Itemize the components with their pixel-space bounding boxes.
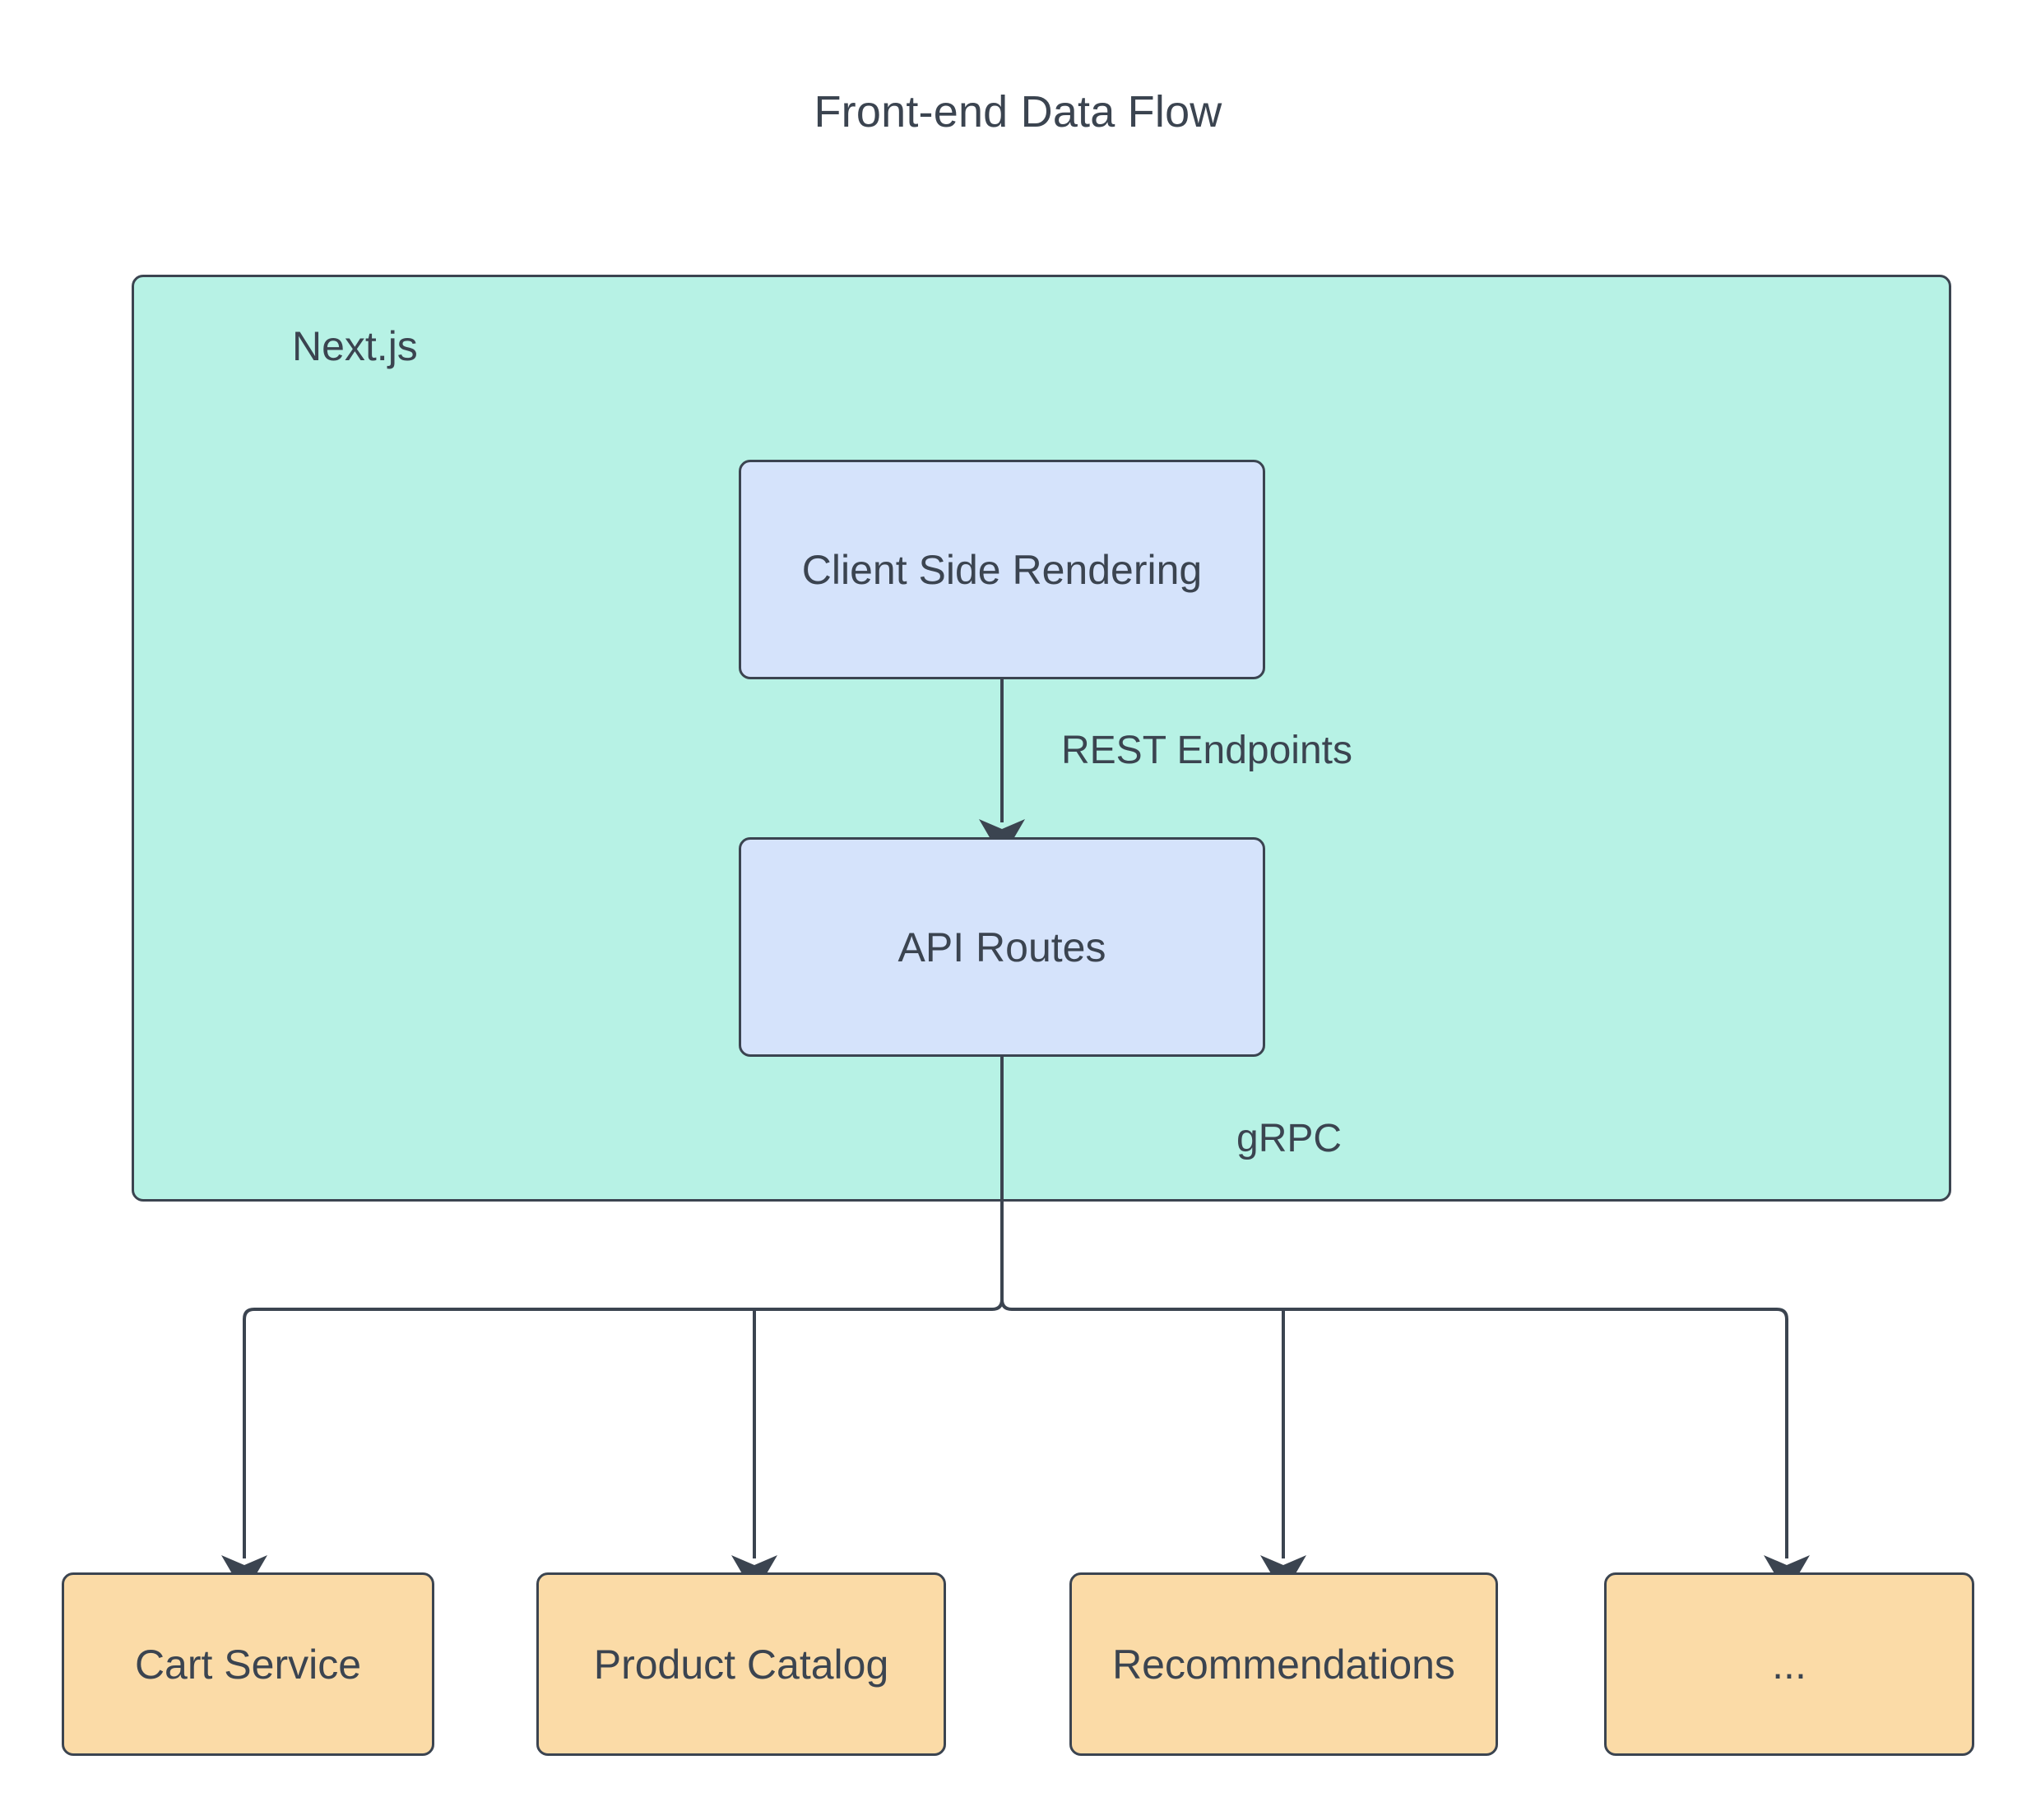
node-recommendations[interactable]: Recommendations — [1069, 1572, 1498, 1756]
node-product-catalog[interactable]: Product Catalog — [536, 1572, 946, 1756]
node-label-cart-service: Cart Service — [134, 1641, 362, 1688]
node-api-routes[interactable]: API Routes — [739, 837, 1265, 1057]
edge-label-rest-endpoints: REST Endpoints — [1061, 729, 1352, 772]
nextjs-cluster — [132, 275, 1951, 1202]
edge-api-to-cart — [221, 1308, 267, 1595]
node-label-more-services: ... — [1772, 1641, 1806, 1688]
node-cart-service[interactable]: Cart Service — [62, 1572, 434, 1756]
edge-label-grpc: gRPC — [1236, 1117, 1343, 1160]
node-client-side-rendering[interactable]: Client Side Rendering — [739, 460, 1265, 679]
node-label-api-routes: API Routes — [897, 924, 1106, 970]
cluster-label-nextjs: Next.js — [292, 323, 418, 369]
node-more-services[interactable]: ... — [1604, 1572, 1974, 1756]
edge-api-to-more — [1764, 1308, 1810, 1595]
node-label-product-catalog: Product Catalog — [593, 1641, 889, 1688]
edge-api-trunk-right — [1000, 1299, 1013, 1311]
page-title: Front-end Data Flow — [814, 87, 1222, 137]
node-label-client-side-rendering: Client Side Rendering — [801, 546, 1203, 593]
node-label-recommendations: Recommendations — [1112, 1641, 1455, 1688]
